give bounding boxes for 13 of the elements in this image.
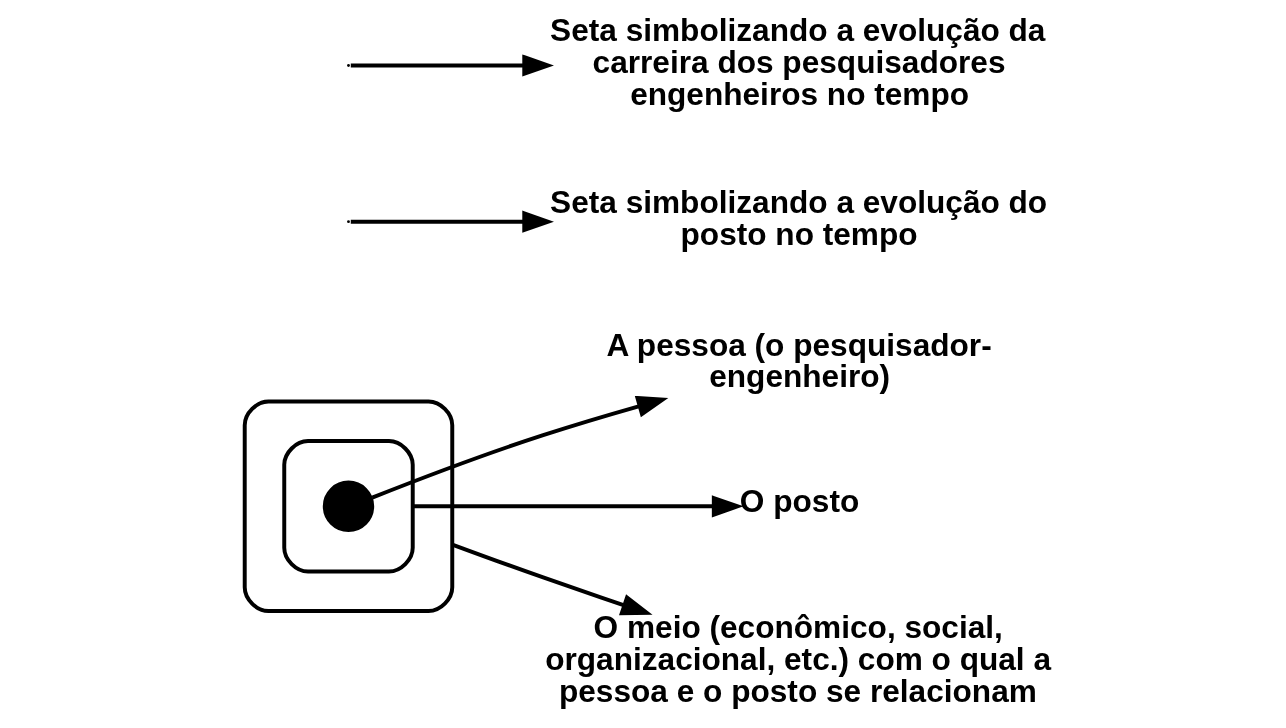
node-text: O meio (econômico, social, organizacional, etc.) com o qual a pessoa e o posto se relacionam [545, 609, 1052, 709]
arrow [371, 395, 669, 500]
arrow [350, 54, 554, 77]
arrow [350, 210, 554, 233]
node-text: A pessoa (o pesquisador-engenheiro) [606, 326, 992, 395]
node-circle [322, 480, 375, 532]
node-text: O posto [739, 482, 860, 519]
node-text: Seta simbolizando a evolução do posto no tempo [550, 184, 1048, 253]
arrow [412, 495, 744, 518]
cluster [242, 399, 455, 614]
node-text: Seta simbolizando a evolução da carreira dos pesquisadores engenheiros no tempo [550, 12, 1046, 112]
arrow [451, 542, 653, 616]
cluster [282, 439, 415, 574]
